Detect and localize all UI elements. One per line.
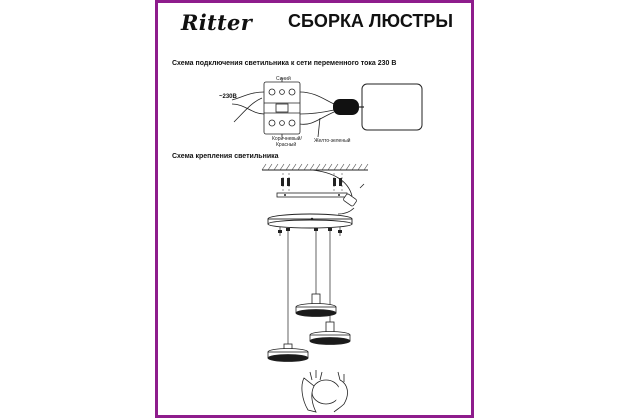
terminal-screw <box>268 119 276 127</box>
mains-wire-loop <box>233 97 263 123</box>
pendant-shade <box>267 343 309 362</box>
terminal-screw <box>268 88 276 96</box>
terminal-screw <box>279 120 285 126</box>
cable-connector <box>333 99 359 115</box>
mounting-heading: Схема крепления светильника <box>172 153 279 160</box>
cable-terminal <box>343 193 357 207</box>
terminal-screw <box>279 89 285 95</box>
pendant-shade <box>309 321 351 345</box>
brand-logo: Ritter <box>181 10 253 35</box>
wall-anchor <box>339 178 342 186</box>
hand-with-bulb-icon <box>301 370 348 413</box>
out-wire-ground <box>299 111 335 125</box>
voltage-label: ~230В <box>219 94 237 100</box>
ground-wire-label: Желто-зеленый <box>314 138 351 144</box>
mains-wire-top <box>231 91 265 101</box>
screw <box>278 230 282 233</box>
brown-wire-label: Коричневый/ <box>272 136 302 142</box>
supply-cable <box>311 169 353 197</box>
screw <box>338 230 342 233</box>
terminal-screw <box>288 119 296 127</box>
page-title: СБОРКА ЛЮСТРЫ <box>288 11 454 31</box>
terminal-center <box>275 103 289 113</box>
fixture-box <box>361 83 423 131</box>
mounting-bar <box>276 192 348 198</box>
wall-anchor <box>287 178 290 186</box>
wall-anchor <box>281 178 284 186</box>
out-wire-bottom <box>299 109 335 115</box>
wall-anchor <box>333 178 336 186</box>
wiring-diagram <box>231 78 335 138</box>
red-wire-label: Красный <box>276 142 297 148</box>
pendant-shade <box>295 293 337 317</box>
page-frame <box>155 0 474 418</box>
terminal-screw <box>288 88 296 96</box>
blue-wire-label: Синий <box>276 76 291 82</box>
out-wire-top <box>299 91 335 105</box>
mains-wire-bottom <box>231 103 265 115</box>
wiring-heading: Схема подключения светильника к сети пер… <box>172 60 397 67</box>
ceiling-hatch <box>261 163 369 171</box>
